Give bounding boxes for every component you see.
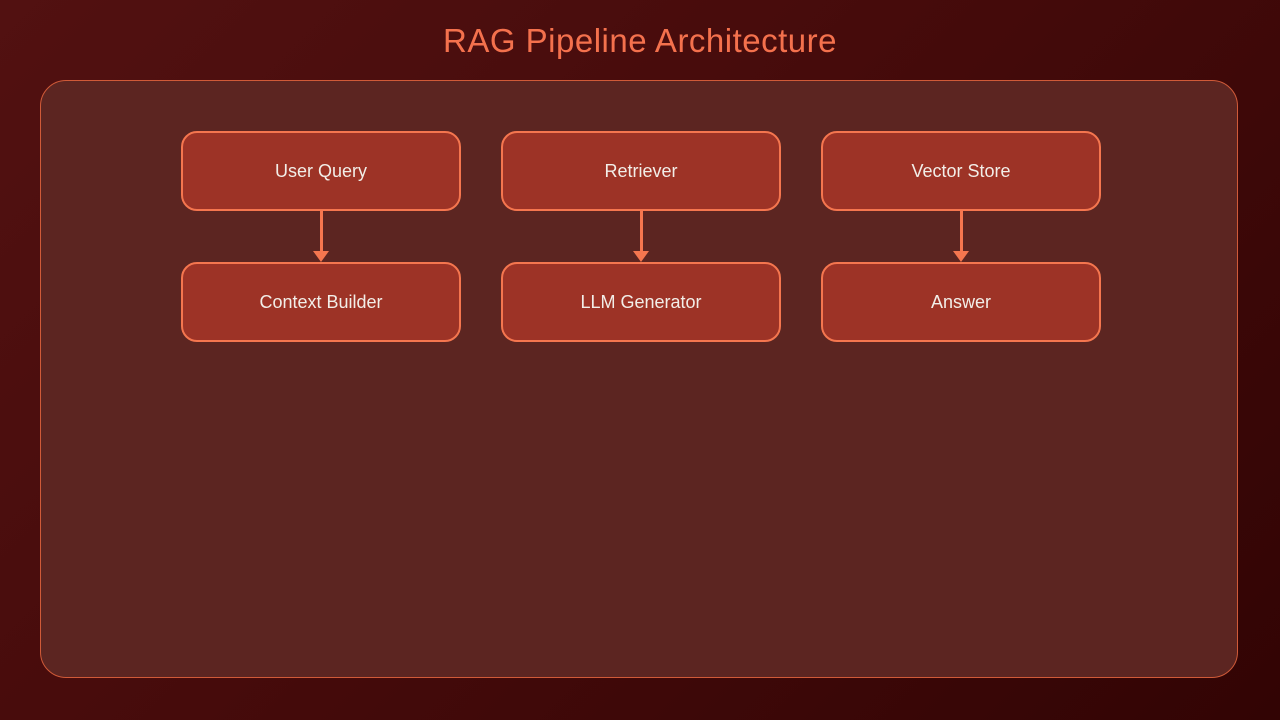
arrow-shaft <box>319 211 323 251</box>
arrow-shaft <box>639 211 643 251</box>
node-user-query: User Query <box>181 131 461 211</box>
node-label: Context Builder <box>259 291 383 312</box>
node-label: LLM Generator <box>580 291 702 312</box>
arrow-down-icon <box>953 211 969 262</box>
diagram-canvas: User Query Retriever Vector Store Contex… <box>40 80 1238 678</box>
node-label: Answer <box>930 291 992 312</box>
arrow-head <box>313 251 329 262</box>
arrow-shaft <box>959 211 963 251</box>
node-label: Vector Store <box>911 160 1011 181</box>
arrow-head <box>633 251 649 262</box>
node-retriever: Retriever <box>501 131 781 211</box>
node-llm-generator: LLM Generator <box>501 262 781 342</box>
page-title: RAG Pipeline Architecture <box>442 22 837 59</box>
node-answer: Answer <box>821 262 1101 342</box>
arrow-head <box>953 251 969 262</box>
arrow-down-icon <box>313 211 329 262</box>
arrow-down-icon <box>633 211 649 262</box>
node-context-builder: Context Builder <box>181 262 461 342</box>
node-label: User Query <box>274 160 368 181</box>
node-vector-store: Vector Store <box>821 131 1101 211</box>
node-label: Retriever <box>604 160 678 181</box>
